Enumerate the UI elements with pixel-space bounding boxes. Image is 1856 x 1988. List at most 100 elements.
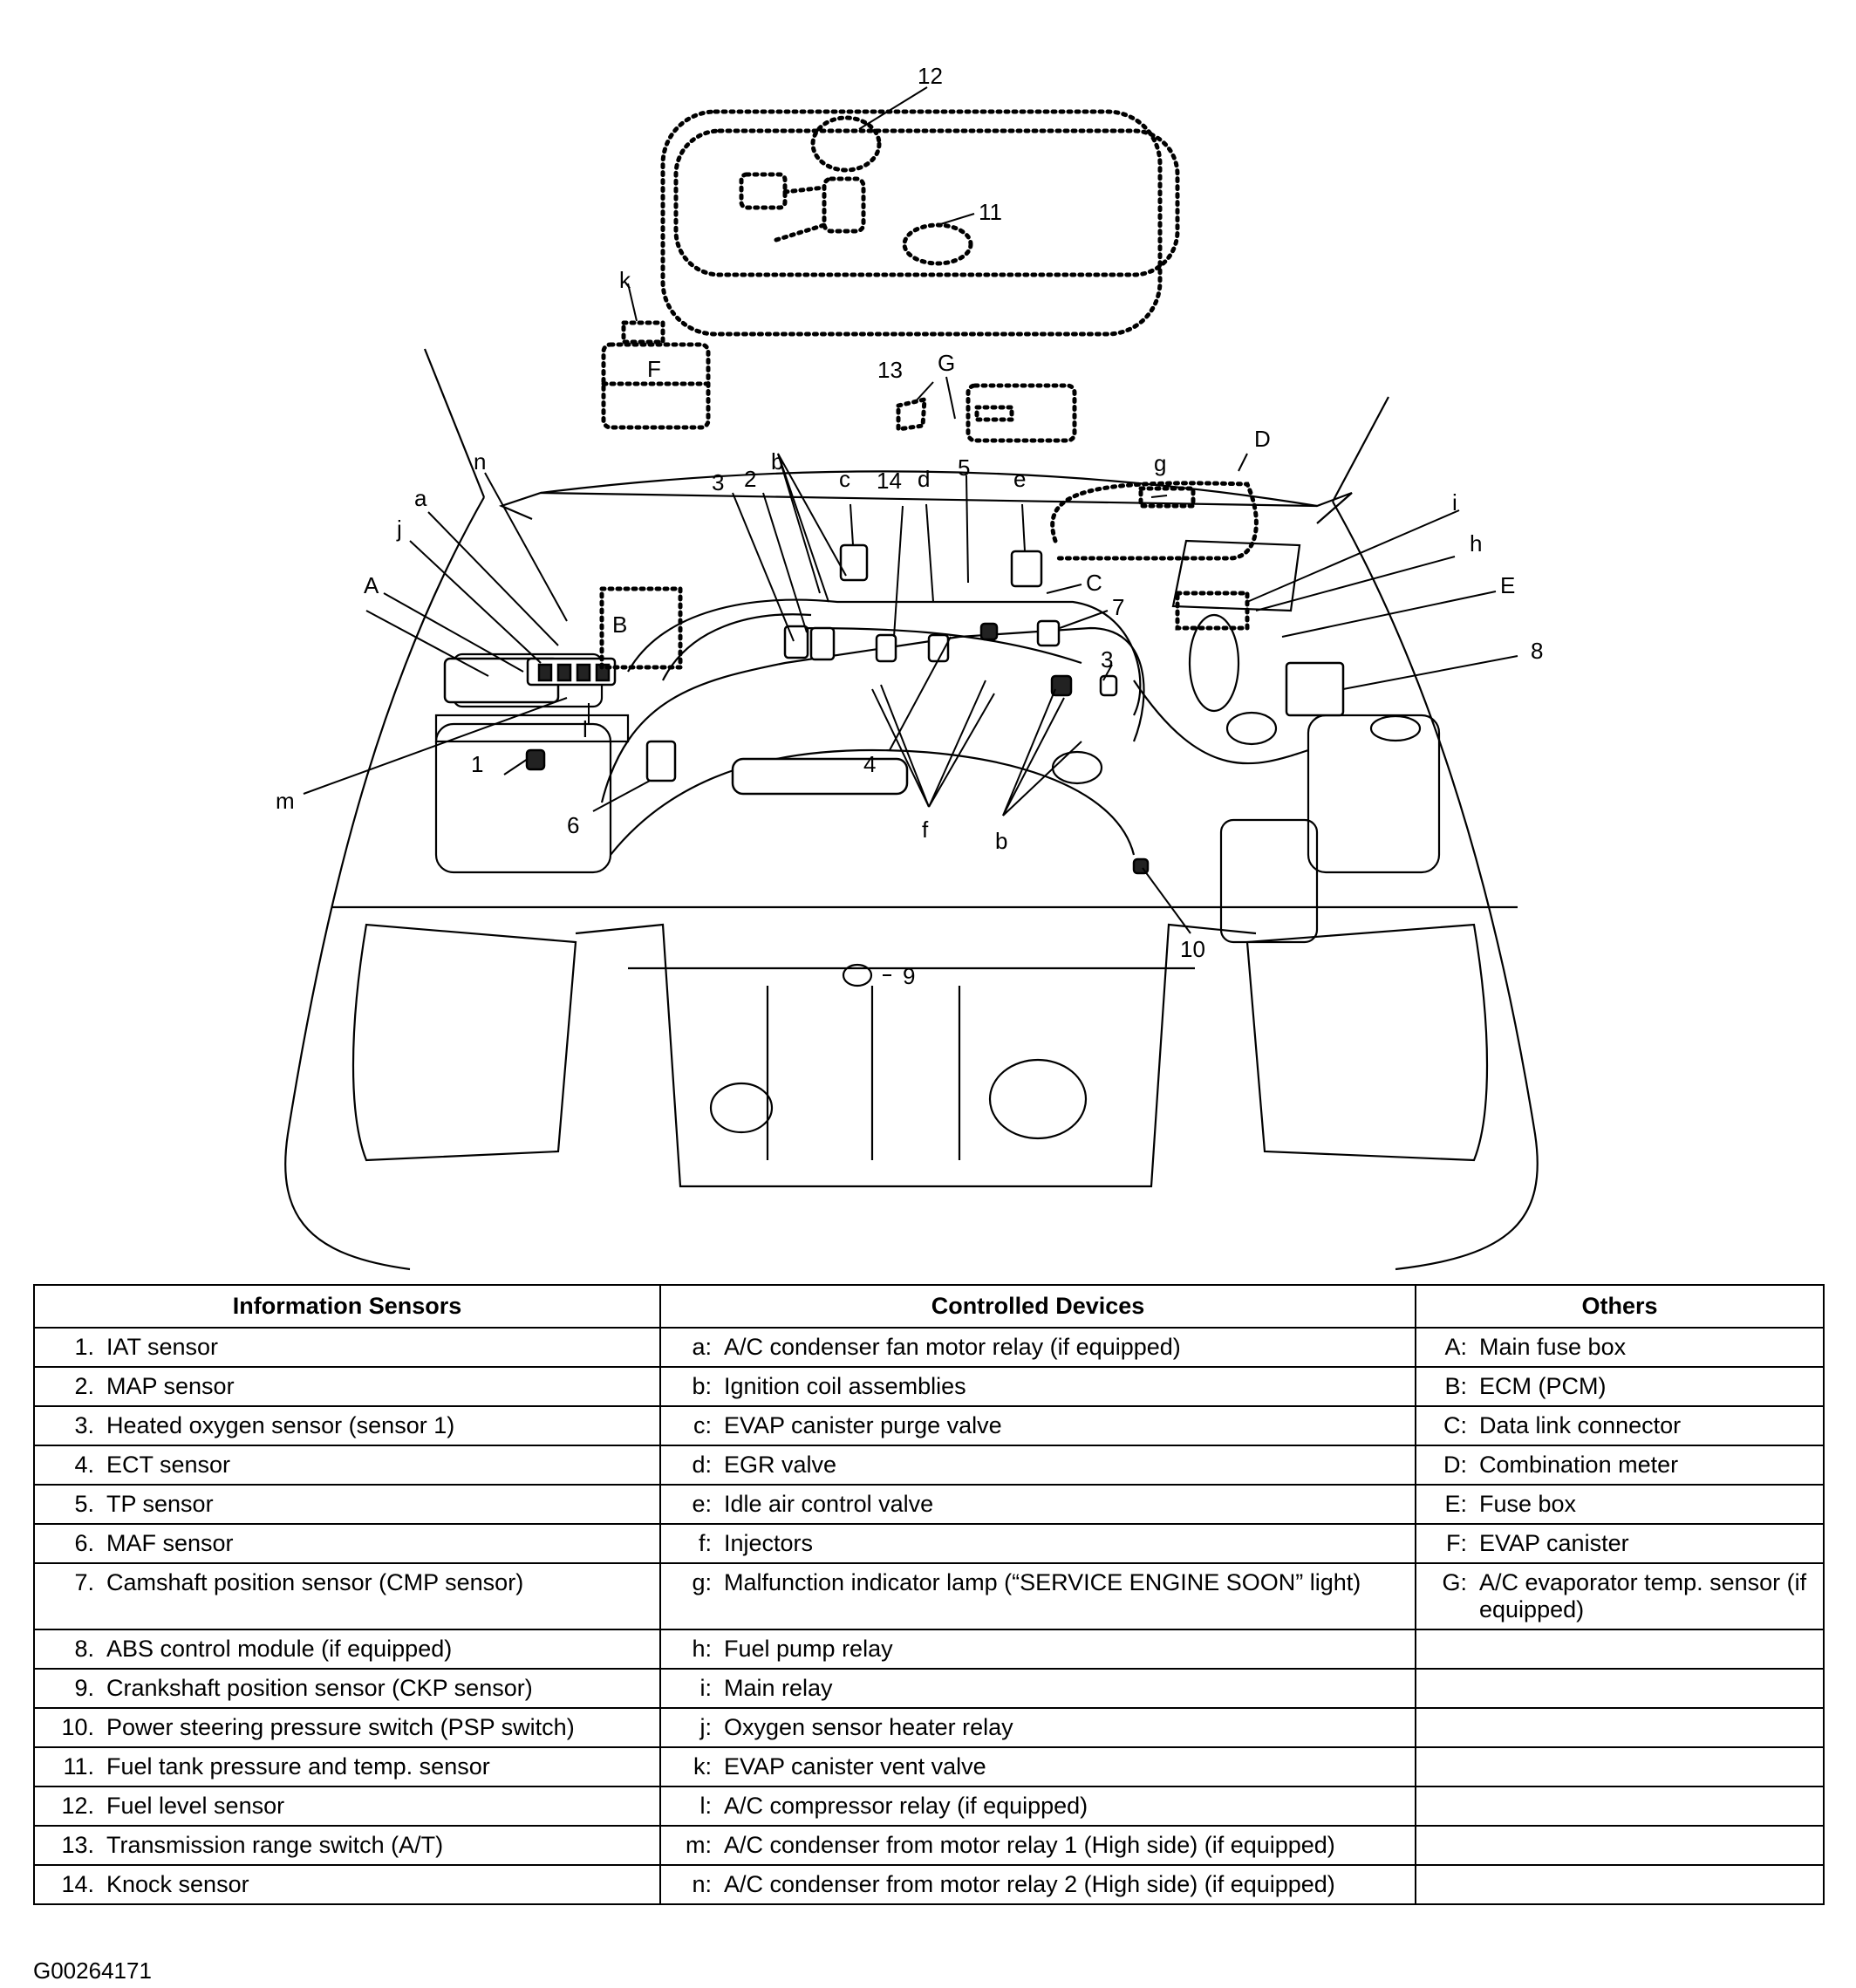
sensor-text: Crankshaft position sensor (CKP sensor)	[106, 1675, 533, 1701]
label-14: 14	[877, 468, 902, 494]
other-cell	[1415, 1629, 1825, 1670]
other-cell	[1415, 1786, 1825, 1827]
device-text: A/C condenser from motor relay 1 (High s…	[724, 1832, 1335, 1858]
sensor-cell: 3.Heated oxygen sensor (sensor 1)	[33, 1405, 661, 1446]
other-cell: D:Combination meter	[1415, 1445, 1825, 1486]
table-row: 9. Crankshaft position sensor (CKP sensor…	[33, 1668, 1825, 1709]
sensor-text: Camshaft position sensor (CMP sensor)	[106, 1569, 524, 1595]
other-key: F:	[1446, 1530, 1467, 1556]
figure-id: G00264171	[33, 1957, 152, 1984]
label-f: f	[922, 816, 929, 843]
other-cell	[1415, 1707, 1825, 1748]
sensor-text: Transmission range switch (A/T)	[106, 1832, 444, 1858]
other-key: E:	[1444, 1491, 1467, 1517]
label-b-top: b	[771, 448, 783, 475]
label-12: 12	[918, 63, 943, 89]
sensor-cell: 13. Transmission range switch (A/T)	[33, 1825, 661, 1866]
other-text: EVAP canister	[1479, 1530, 1629, 1556]
device-cell: j: Oxygen sensor heater relay	[659, 1707, 1416, 1748]
device-text: A/C condenser from motor relay 2 (High s…	[724, 1871, 1335, 1897]
sensor-text: MAP sensor	[106, 1373, 235, 1399]
device-key: e:	[692, 1491, 712, 1517]
sensor-cell: 7.Camshaft position sensor (CMP sensor)	[33, 1562, 661, 1630]
label-1: 1	[471, 751, 483, 777]
sensor-text: Power steering pressure switch (PSP swit…	[106, 1714, 575, 1740]
device-text: Main relay	[724, 1675, 833, 1701]
device-cell: c:EVAP canister purge valve	[659, 1405, 1416, 1446]
table-row: 13. Transmission range switch (A/T) m:A/C …	[33, 1825, 1825, 1866]
fuel-tank	[621, 109, 1180, 345]
label-E: E	[1500, 572, 1515, 598]
other-text: Main fuse box	[1479, 1334, 1627, 1360]
sensor-text: ECT sensor	[106, 1452, 231, 1478]
sensor-text: MAF sensor	[106, 1530, 234, 1556]
other-cell: A:Main fuse box	[1415, 1327, 1825, 1368]
label-g: g	[1154, 450, 1166, 476]
other-cell: E:Fuse box	[1415, 1484, 1825, 1525]
label-e: e	[1013, 466, 1026, 492]
sensor-key: 4.	[74, 1452, 94, 1478]
sensor-text: ABS control module (if equipped)	[106, 1636, 453, 1662]
other-key: B:	[1444, 1373, 1467, 1399]
component-legend-table: Information Sensors Controlled Devices O…	[33, 1284, 1825, 1905]
label-G: G	[938, 350, 955, 376]
label-8: 8	[1531, 638, 1543, 664]
sensor-cell: 10. Power steering pressure switch (PSP s…	[33, 1707, 661, 1748]
device-key: h:	[692, 1636, 712, 1662]
device-key: f:	[698, 1530, 712, 1556]
sensor-cell: 9. Crankshaft position sensor (CKP sensor…	[33, 1668, 661, 1709]
device-cell: k:EVAP canister vent valve	[659, 1746, 1416, 1787]
device-cell: n:A/C condenser from motor relay 2 (High…	[659, 1864, 1416, 1905]
sensor-key: 13.	[61, 1832, 94, 1858]
other-key: C:	[1443, 1412, 1467, 1438]
label-B: B	[612, 611, 627, 638]
device-key: a:	[692, 1334, 712, 1360]
other-cell: C:Data link connector	[1415, 1405, 1825, 1446]
device-cell: h:Fuel pump relay	[659, 1629, 1416, 1670]
label-3-left: 3	[712, 469, 724, 495]
ac-evaporator	[896, 383, 1077, 443]
legend-header-row: Information Sensors Controlled Devices O…	[33, 1284, 1825, 1329]
sensor-cell: 4. ECT sensor	[33, 1445, 661, 1486]
sensor-key: 2.	[74, 1373, 94, 1399]
device-key: k:	[693, 1753, 712, 1780]
device-cell: b:Ignition coil assemblies	[659, 1366, 1416, 1407]
callout-labels: 12 11 k F 13 G g D n a j A B 1 l m 6 3 2…	[276, 63, 1543, 989]
device-key: c:	[693, 1412, 712, 1438]
sensor-key: 11.	[63, 1753, 94, 1780]
device-cell: m:A/C condenser from motor relay 1 (High…	[659, 1825, 1416, 1866]
other-cell	[1415, 1668, 1825, 1709]
other-text: Combination meter	[1479, 1452, 1679, 1478]
sensor-cell: 8. ABS control module (if equipped)	[33, 1629, 661, 1670]
sensor-key: 3.	[74, 1412, 94, 1438]
sensor-key: 8.	[74, 1636, 94, 1662]
device-text: A/C condenser fan motor relay (if equipp…	[724, 1334, 1181, 1360]
device-text: Oxygen sensor heater relay	[724, 1714, 1013, 1740]
device-cell: f: Injectors	[659, 1523, 1416, 1564]
label-10: 10	[1180, 936, 1205, 962]
other-text: ECM (PCM)	[1479, 1373, 1607, 1399]
label-3-right: 3	[1101, 646, 1113, 673]
table-row: 10. Power steering pressure switch (PSP s…	[33, 1707, 1825, 1748]
other-cell	[1415, 1825, 1825, 1866]
table-row: 7.Camshaft position sensor (CMP sensor)g…	[33, 1562, 1825, 1630]
sensor-key: 10.	[61, 1714, 94, 1740]
sensor-cell: 12.Fuel level sensor	[33, 1786, 661, 1827]
label-7: 7	[1112, 594, 1124, 620]
device-key: j:	[699, 1714, 713, 1740]
sensor-key: 14.	[61, 1871, 94, 1897]
other-cell: F: EVAP canister	[1415, 1523, 1825, 1564]
table-row: 2. MAP sensor b:Ignition coil assemblies B:…	[33, 1366, 1825, 1407]
device-cell: l:A/C compressor relay (if equipped)	[659, 1786, 1416, 1827]
device-cell: i: Main relay	[659, 1668, 1416, 1709]
sensor-key: 9.	[74, 1675, 94, 1701]
device-key: i:	[699, 1675, 713, 1701]
label-h: h	[1470, 530, 1482, 557]
sensor-cell: 6.MAF sensor	[33, 1523, 661, 1564]
sensor-text: IAT sensor	[106, 1334, 219, 1360]
device-text: Injectors	[724, 1530, 814, 1556]
engine-block	[434, 598, 1441, 944]
